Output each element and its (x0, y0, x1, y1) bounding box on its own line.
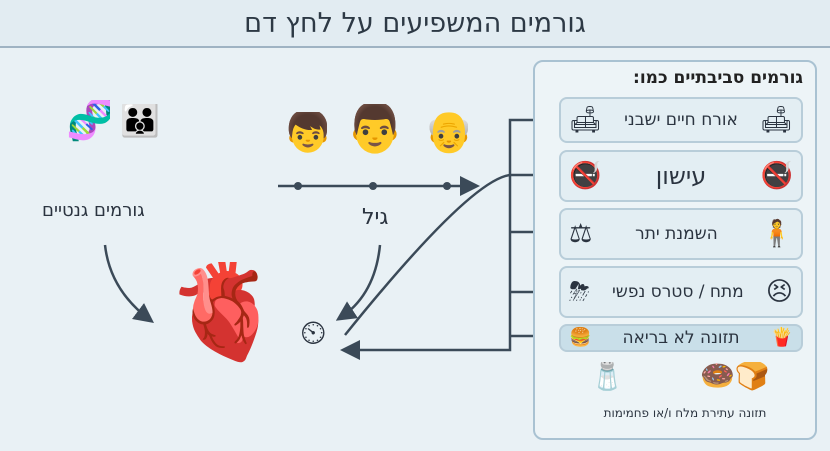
genetic-label: גורמים גנטיים (42, 200, 145, 221)
environmental-factors-panel: גורמים סביבתיים כמו: 🛋 אורח חיים ישבני 🛋… (533, 60, 817, 440)
bread-donut-icon: 🍩🍞 (700, 362, 770, 392)
gauge-icon: ⏲ (300, 316, 327, 353)
factor-label: אורח חיים ישבני (624, 110, 738, 130)
panel-title: גורמים סביבתיים כמו: (633, 68, 803, 88)
factor-sedentary: 🛋 אורח חיים ישבני 🛋 (559, 97, 803, 143)
child-icon: 👦 (283, 112, 327, 155)
page-title: גורמים המשפיעים על לחץ דם (0, 0, 830, 48)
person-icon: 🧍 (760, 219, 793, 249)
age-label: גיל (362, 205, 389, 230)
adult-icon: 👨 (345, 104, 399, 156)
no-smoking-icon: 🚭 (569, 161, 602, 191)
storm-cloud-icon: ⛈ (569, 277, 590, 307)
factor-diet: 🍟 תזונה לא בריאה 🍔 (559, 324, 803, 352)
fast-food-icon: 🍔 (569, 327, 592, 348)
factor-label: תזונה לא בריאה (622, 328, 740, 348)
factor-label: מתח / סטרס נפשי (612, 282, 744, 302)
couch-icon: 🛋 (569, 105, 603, 135)
stress-icon: 😣 (765, 277, 793, 307)
factor-smoking: 🚭 עישון 🚭 (559, 150, 803, 202)
scale-icon: ⚖ (569, 219, 593, 249)
family-icon: 👪 (120, 104, 160, 139)
salt-icon: 🧂 (590, 362, 624, 392)
factor-label: עישון (655, 162, 707, 190)
dna-icon: 🧬 (66, 100, 110, 143)
heart-icon: 🫀 (165, 262, 285, 366)
elder-icon: 👴 (424, 112, 468, 155)
factor-label: השמנת יתר (635, 224, 718, 244)
food-note: תזונה עתירת מלח ו/או פחמימות (603, 406, 767, 420)
factor-obesity: 🧍 השמנת יתר ⚖ (559, 208, 803, 260)
fast-food-icon: 🍟 (770, 327, 793, 348)
couch-icon: 🛋 (759, 105, 793, 135)
no-smoking-icon: 🚭 (760, 161, 793, 191)
factor-stress: 😣 מתח / סטרס נפשי ⛈ (559, 266, 803, 318)
